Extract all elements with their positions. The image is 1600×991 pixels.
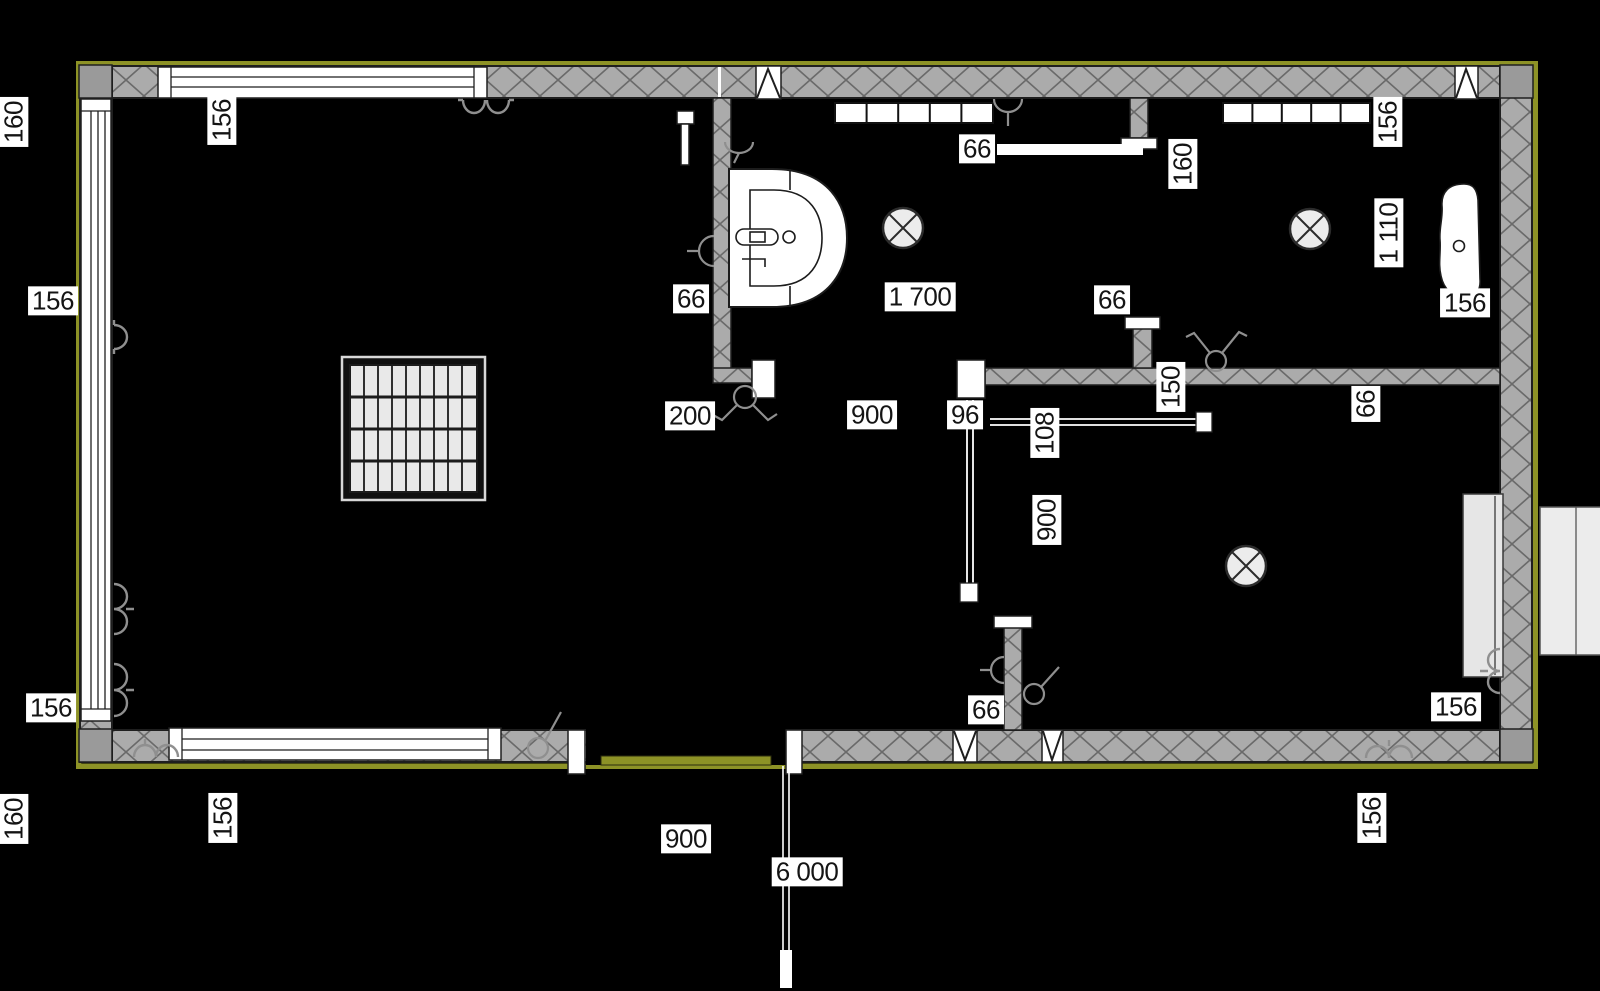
wall-corner-caps (78, 64, 1534, 763)
cabinet-row-right (1222, 102, 1371, 124)
door-handle-icon (1022, 666, 1060, 706)
dimension-label: 1 700 (884, 282, 956, 312)
door-jamb (956, 359, 986, 399)
dimension-label: 6 000 (771, 857, 843, 887)
dimension-tick (718, 67, 721, 97)
radiator-icon (113, 582, 134, 636)
window-top (157, 66, 488, 99)
dimension-label: 156 (28, 286, 78, 316)
sprinkler-icon (712, 384, 778, 422)
mid-wall (984, 367, 1501, 386)
entrance-opening (567, 727, 803, 775)
dimension-label: 156 (207, 793, 238, 843)
dimension-label: 900 (661, 824, 711, 854)
radiator-icon (132, 739, 180, 758)
dimension-label: 66 (1094, 285, 1130, 315)
dimension-label: 156 (26, 693, 76, 723)
ceiling-light-icon (1224, 544, 1268, 588)
top-stub-wall (1129, 97, 1149, 139)
radiators (112, 98, 1501, 759)
door-bottom-2 (1041, 729, 1064, 764)
radiator-icon (458, 98, 514, 115)
dimension-label: 156 (1440, 288, 1490, 318)
radiator-icon (1480, 647, 1501, 695)
radiator-icon (113, 662, 134, 718)
ceiling-light-icon (881, 206, 925, 250)
external-unit (1539, 506, 1600, 656)
dimension-label: 900 (847, 400, 897, 430)
dimension-label: 156 (206, 95, 237, 145)
ceiling-lights (881, 206, 1332, 588)
sconce-icon (723, 141, 755, 164)
dimension-label: 160 (0, 97, 29, 147)
door-jamb (751, 359, 776, 399)
dimension-label: 160 (1167, 139, 1198, 189)
grid-table (340, 355, 487, 502)
dimension-label: 66 (1350, 386, 1381, 422)
counter-rail (990, 411, 1213, 433)
bottom-partition (1003, 626, 1023, 731)
wall-light-icon (1185, 330, 1248, 373)
washbasin (1438, 183, 1481, 297)
dimension-label: 200 (665, 401, 715, 431)
exterior-walls (79, 65, 1533, 763)
wall-symbols (526, 98, 1248, 760)
radiator-icon (1364, 740, 1414, 759)
building-outline (76, 61, 1538, 769)
dimension-label: 900 (1031, 495, 1062, 545)
dimension-label: 1 110 (1373, 198, 1404, 268)
dimension-label: 156 (1431, 692, 1481, 722)
door-top-right (1454, 65, 1479, 100)
dimension-label: 66 (968, 695, 1004, 725)
towel-rail (676, 110, 695, 166)
radiator-icon (112, 320, 129, 354)
dimension-label: 156 (1372, 97, 1403, 147)
dimension-label: 66 (673, 284, 709, 314)
door-top-bathroom (755, 65, 782, 100)
sconce-icon (687, 234, 715, 268)
sconce-icon (992, 98, 1024, 126)
dimension-label: 96 (947, 400, 983, 430)
mid-wall-stub (1132, 326, 1153, 369)
door-bottom-1 (952, 729, 978, 763)
wardrobe (1462, 493, 1504, 678)
toilet (728, 168, 849, 308)
ceiling-light-icon (1288, 207, 1332, 251)
glass-partition (959, 400, 979, 603)
window-left (80, 98, 112, 722)
dimension-label: 66 (959, 134, 995, 164)
door-handle-icon (526, 711, 562, 760)
dimension-label: 156 (1356, 793, 1387, 843)
windows (80, 66, 502, 761)
cabinet-row-left (834, 102, 994, 124)
window-bottom (168, 727, 502, 761)
dimension-label: 108 (1029, 408, 1060, 458)
interior-partitions (712, 97, 1501, 731)
dimension-label: 160 (0, 794, 29, 844)
door-swing-arc (980, 655, 1005, 685)
shelf-bar (997, 144, 1143, 155)
wall-doors (718, 65, 1479, 764)
dimension-label: 150 (1155, 362, 1186, 412)
